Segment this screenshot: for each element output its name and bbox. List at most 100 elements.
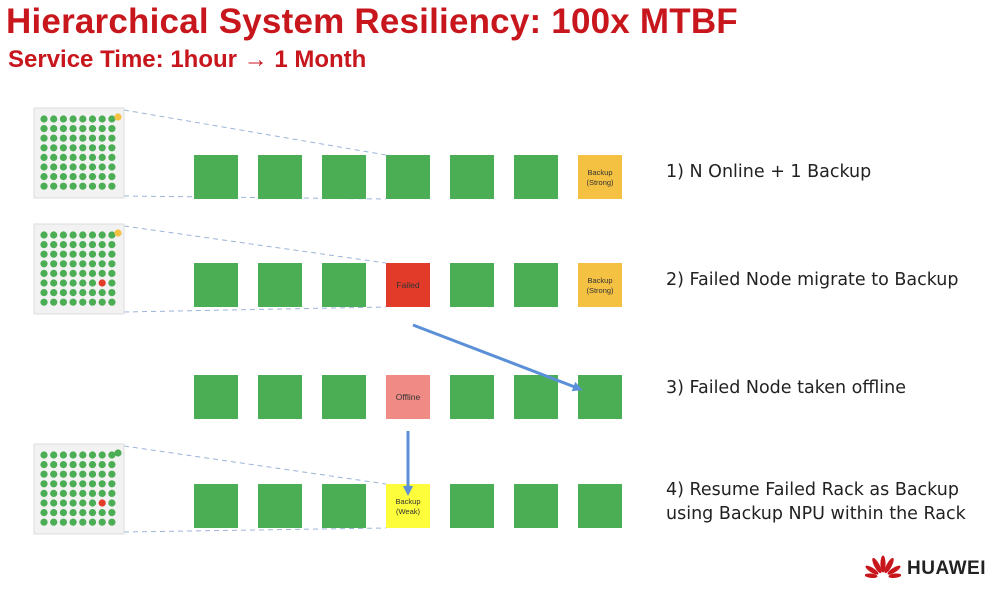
npu-dot bbox=[59, 499, 67, 507]
npu-dot bbox=[88, 115, 97, 123]
zoom-line bbox=[123, 306, 387, 313]
npu-dot bbox=[50, 153, 58, 161]
npu-dot bbox=[108, 518, 116, 526]
node-box bbox=[386, 375, 430, 419]
npu-dot bbox=[40, 231, 48, 239]
npu-dot bbox=[88, 298, 97, 306]
npu-dot bbox=[88, 518, 97, 526]
npu-dot bbox=[108, 298, 116, 306]
npu-dot bbox=[69, 480, 77, 488]
npu-dot bbox=[69, 289, 77, 297]
npu-dot bbox=[98, 470, 106, 478]
node-label: Backup bbox=[395, 497, 420, 506]
node-label: (Weak) bbox=[396, 507, 421, 516]
npu-dot bbox=[108, 241, 116, 249]
npu-dot bbox=[69, 508, 77, 517]
npu-dot bbox=[98, 269, 106, 277]
node-box bbox=[258, 484, 302, 528]
npu-dot bbox=[98, 182, 106, 190]
npu-dot bbox=[40, 269, 48, 277]
rack-backup-dot bbox=[114, 229, 122, 237]
npu-dot bbox=[40, 489, 48, 497]
node-online bbox=[450, 375, 494, 419]
npu-dot bbox=[50, 279, 58, 287]
npu-dot bbox=[79, 115, 87, 123]
npu-dot bbox=[50, 480, 58, 488]
rack-4 bbox=[33, 443, 125, 535]
npu-dot bbox=[50, 260, 58, 268]
npu-dot bbox=[108, 153, 116, 161]
npu-dot bbox=[69, 260, 77, 268]
npu-dot bbox=[88, 451, 97, 459]
npu-dot bbox=[50, 241, 58, 249]
npu-dot bbox=[50, 451, 58, 459]
node-label: Backup bbox=[587, 168, 612, 177]
npu-dot bbox=[88, 499, 97, 507]
npu-dot bbox=[69, 279, 77, 287]
npu-dot bbox=[98, 260, 106, 268]
node-label: Offline bbox=[396, 392, 421, 402]
node-label: Failed bbox=[396, 280, 419, 290]
brand: HUAWEI bbox=[865, 555, 986, 583]
npu-dot bbox=[59, 241, 67, 249]
node-online bbox=[194, 263, 238, 307]
npu-dot bbox=[98, 125, 106, 133]
npu-dot bbox=[40, 499, 48, 507]
node-box bbox=[258, 263, 302, 307]
npu-dot bbox=[59, 451, 67, 459]
step-label-3: 3) Failed Node taken offline bbox=[666, 378, 906, 398]
npu-dot bbox=[69, 182, 77, 190]
npu-dot bbox=[50, 125, 58, 133]
npu-dot bbox=[88, 470, 97, 478]
npu-dot bbox=[79, 173, 87, 181]
npu-dot bbox=[98, 250, 106, 258]
npu-dot bbox=[79, 163, 87, 171]
npu-dot bbox=[108, 489, 116, 497]
npu-dot bbox=[88, 250, 97, 258]
npu-dot bbox=[98, 451, 106, 459]
npu-dot bbox=[79, 182, 87, 190]
node-backup-strong: Backup(Strong) bbox=[578, 155, 622, 199]
npu-dot bbox=[50, 289, 58, 297]
npu-dot bbox=[50, 163, 58, 171]
npu-dot bbox=[50, 518, 58, 526]
npu-dot bbox=[40, 461, 48, 469]
node-box bbox=[258, 375, 302, 419]
npu-dot bbox=[108, 289, 116, 297]
npu-dot bbox=[59, 461, 67, 469]
node-box bbox=[194, 375, 238, 419]
npu-dot bbox=[98, 298, 106, 306]
npu-dot bbox=[88, 182, 97, 190]
npu-dot bbox=[69, 153, 77, 161]
node-online bbox=[258, 263, 302, 307]
npu-dot bbox=[108, 250, 116, 258]
npu-dot bbox=[79, 499, 87, 507]
npu-dot bbox=[79, 134, 87, 142]
npu-dot bbox=[40, 279, 48, 287]
npu-dot bbox=[98, 231, 106, 239]
node-box bbox=[450, 484, 494, 528]
node-box bbox=[514, 375, 558, 419]
step-label-4: 4) Resume Failed Rack as Backup using Ba… bbox=[666, 480, 966, 524]
node-box bbox=[450, 155, 494, 199]
node-online bbox=[450, 155, 494, 199]
npu-dot bbox=[69, 451, 77, 459]
npu-dot bbox=[50, 508, 58, 517]
npu-dot bbox=[59, 144, 67, 152]
npu-dot bbox=[69, 163, 77, 171]
node-box bbox=[450, 263, 494, 307]
npu-dot bbox=[98, 508, 106, 517]
npu-dot bbox=[98, 173, 106, 181]
npu-dot bbox=[69, 115, 77, 123]
rack-2 bbox=[33, 223, 125, 315]
node-online bbox=[194, 375, 238, 419]
npu-dot bbox=[69, 518, 77, 526]
npu-dot bbox=[79, 241, 87, 249]
npu-dot bbox=[88, 289, 97, 297]
npu-dot bbox=[50, 173, 58, 181]
node-online bbox=[514, 484, 558, 528]
rack-backup-dot bbox=[114, 113, 122, 121]
npu-dot bbox=[98, 115, 106, 123]
npu-dot bbox=[108, 231, 116, 239]
